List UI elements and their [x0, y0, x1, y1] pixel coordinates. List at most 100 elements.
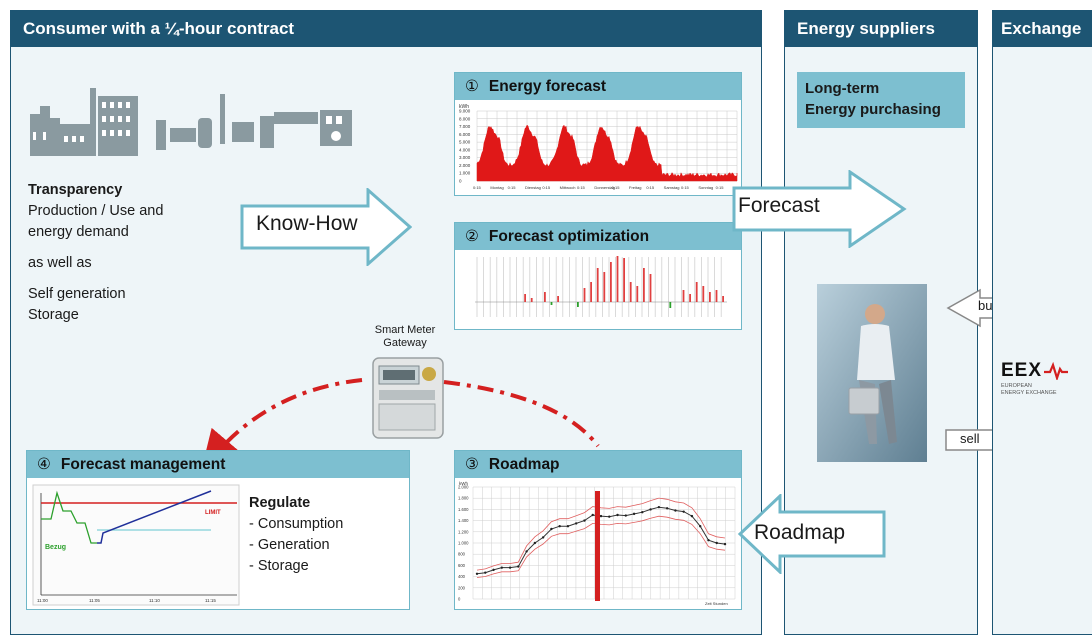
- eex-logo: EEX EUROPEAN ENERGY EXCHANGE: [1001, 360, 1091, 396]
- optimization-bar: [702, 286, 705, 302]
- roadmap-point: [657, 505, 661, 509]
- transparency-text: Transparency Production / Use and energy…: [28, 180, 238, 326]
- current-time-marker: [595, 491, 600, 601]
- chart-unit: kWh: [459, 104, 469, 110]
- bezug-label: Bezug: [45, 544, 66, 551]
- regulate-item: - Consumption: [249, 516, 344, 532]
- tick-label: 0:15: [716, 185, 725, 190]
- smart-meter-label: Smart Meter Gateway: [364, 324, 446, 350]
- regulate-item: - Storage: [249, 558, 309, 574]
- energy-forecast-title: Energy forecast: [488, 78, 607, 95]
- step-number: ①: [465, 78, 479, 95]
- tick-label: 11:05: [89, 598, 100, 603]
- exchange-panel: Exchange: [992, 10, 1092, 635]
- roadmap-point: [525, 550, 528, 553]
- energy-forecast-header: ① Energy forecast: [455, 73, 741, 100]
- tick-label: 400: [458, 574, 466, 579]
- roadmap-point: [723, 542, 727, 546]
- tick-label: 1.600: [458, 507, 469, 512]
- forecast-management-header: ④ Forecast management: [27, 451, 409, 478]
- eex-pulse-icon: [1044, 362, 1069, 380]
- forecast-optimization-title: Forecast optimization: [488, 228, 650, 245]
- roadmap-arrow: [737, 494, 886, 574]
- smart-meter-label-line: Gateway: [383, 337, 427, 349]
- regulate-text: Regulate - Consumption - Generation - St…: [249, 493, 399, 577]
- as-well-as-text: as well as: [28, 255, 92, 271]
- tick-label: 1.200: [458, 529, 469, 534]
- tick-label: 0:15: [542, 185, 551, 190]
- tick-label: 0:15: [473, 185, 482, 190]
- optimization-bar: [709, 292, 711, 302]
- roadmap-point: [517, 565, 520, 568]
- optimization-bar: [596, 268, 599, 302]
- forecast-optimization-chart: [475, 256, 727, 317]
- regulate-title: Regulate: [249, 495, 311, 511]
- eex-sub-text: EUROPEAN: [1001, 383, 1032, 389]
- know-how-arrow: [240, 188, 412, 266]
- optimization-bar: [649, 274, 652, 302]
- feedback-loop: [201, 378, 600, 470]
- optimization-bar: [603, 272, 606, 302]
- roadmap-point: [550, 527, 553, 531]
- transparency-line: Self generation: [28, 286, 126, 302]
- tick-label: 7.000: [459, 124, 471, 129]
- tick-label: 5.000: [459, 140, 471, 145]
- optimization-bar: [577, 302, 579, 307]
- tick-label: Montag: [490, 185, 503, 190]
- consumer-panel-title: Consumer with a ¼-hour contract: [11, 11, 761, 47]
- smart-meter-icon: [372, 357, 444, 439]
- tick-label: Dienstag: [525, 185, 541, 190]
- optimization-bar: [544, 292, 546, 302]
- tick-label: 0:15: [612, 185, 621, 190]
- roadmap-point: [715, 541, 718, 545]
- forecast-management-title: Forecast management: [60, 456, 226, 473]
- transparency-title: Transparency: [28, 182, 123, 198]
- exchange-title: Exchange: [993, 11, 1092, 47]
- know-how-label: Know-How: [256, 212, 358, 235]
- tick-label: 0:15: [646, 185, 655, 190]
- roadmap-point: [699, 525, 702, 528]
- tick-label: 1.800: [458, 496, 469, 501]
- transparency-line: Production / Use and: [28, 203, 164, 219]
- optimization-bar: [590, 282, 592, 302]
- energy-forecast-chart: kWh 9.0008.0007.0006.0005.0004.0003.0002…: [459, 104, 739, 190]
- optimization-bar: [557, 296, 559, 302]
- roadmap-point: [649, 508, 652, 511]
- roadmap-point: [707, 539, 710, 542]
- roadmap-point: [484, 571, 487, 574]
- roadmap-chart: kWh 2.0001.8001.6001.4001.2001.000800600…: [458, 481, 736, 606]
- roadmap-point: [583, 519, 586, 522]
- step-number: ②: [465, 228, 479, 245]
- roadmap-point: [500, 566, 503, 569]
- optimization-bar: [550, 302, 553, 305]
- chart-unit: kWh: [459, 481, 468, 486]
- step-number: ④: [37, 456, 51, 473]
- optimization-bar: [669, 302, 672, 308]
- sell-label: sell: [960, 431, 980, 446]
- roadmap-point: [674, 509, 677, 512]
- business-person-image: [817, 284, 927, 462]
- tick-label: 1.000: [459, 171, 471, 176]
- tick-label: 0:15: [508, 185, 517, 190]
- transparency-line: Storage: [28, 307, 79, 323]
- optimization-bar: [722, 296, 724, 302]
- tick-label: 11:10: [149, 598, 160, 603]
- tick-label: 0:15: [577, 185, 586, 190]
- roadmap-point: [492, 568, 495, 572]
- tick-label: 1.000: [458, 541, 469, 546]
- tick-label: 4.000: [459, 147, 471, 152]
- roadmap-point: [575, 522, 578, 525]
- roadmap-title: Roadmap: [488, 456, 560, 473]
- roadmap-point: [624, 514, 627, 517]
- tick-label: 0: [458, 597, 461, 602]
- eex-sub-text: ENERGY EXCHANGE: [1001, 389, 1057, 396]
- factory-icon: [30, 88, 138, 156]
- energy-suppliers-title: Energy suppliers: [785, 11, 977, 47]
- optimization-bar: [643, 268, 645, 302]
- transparency-line: energy demand: [28, 224, 129, 240]
- roadmap-point: [591, 513, 594, 517]
- tick-label: 600: [458, 563, 466, 568]
- regulate-item: - Generation: [249, 537, 330, 553]
